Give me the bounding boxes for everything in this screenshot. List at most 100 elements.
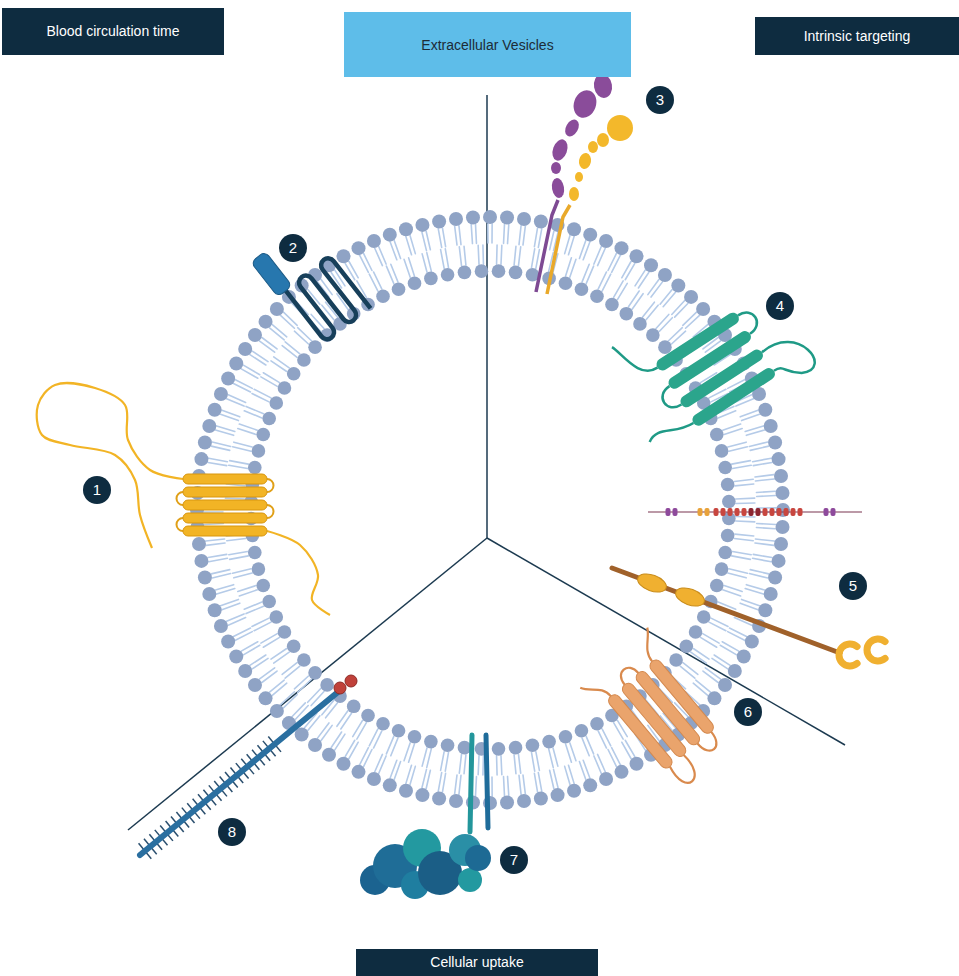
lipid-tail — [459, 775, 461, 794]
lipid-tail — [353, 720, 363, 736]
lipid-tail — [241, 369, 258, 378]
protein-bead — [607, 115, 633, 141]
lipid-tail — [212, 574, 230, 579]
helix — [183, 526, 267, 536]
lipid-head — [320, 678, 334, 692]
lipid-tail — [491, 777, 493, 796]
lipid-head — [194, 452, 208, 466]
protein-five — [612, 508, 885, 666]
lipid-head — [551, 788, 565, 802]
lipid-tail — [720, 645, 736, 655]
lipid-tail — [518, 247, 520, 266]
lipid-tail — [675, 303, 688, 317]
lipid-tail — [409, 258, 415, 276]
chain-bead — [705, 508, 710, 516]
lipid-tail — [349, 261, 358, 278]
chain-bead — [824, 508, 829, 516]
lipid-head — [559, 730, 573, 744]
callout-number: 4 — [766, 292, 794, 320]
lipid-tail — [651, 282, 662, 297]
lipid-tail — [714, 655, 730, 665]
lipid-tail — [427, 749, 432, 767]
lipid-tail — [712, 658, 728, 669]
lipid-tail — [724, 429, 742, 435]
lipid-head — [248, 546, 262, 560]
lipid-tail — [749, 442, 767, 447]
lipid-tail — [518, 754, 520, 773]
lipid-head — [718, 678, 732, 692]
lipid-tail — [753, 458, 772, 461]
helix — [183, 487, 267, 497]
lipid-head — [745, 634, 759, 648]
lipid-tail — [235, 632, 252, 641]
lipid-head — [633, 317, 647, 331]
lipid-tail — [345, 740, 355, 756]
lipid-tail — [608, 253, 616, 270]
lipid-tail — [262, 671, 277, 682]
lipid-head — [707, 691, 721, 705]
lipid-tail — [586, 266, 593, 283]
lipid-head — [671, 279, 685, 293]
lipid-head — [194, 554, 208, 568]
lipid-head — [758, 403, 772, 417]
lipid-head — [278, 381, 292, 395]
lipid-tail — [746, 430, 764, 435]
lipid-head — [361, 709, 375, 723]
lipid-head — [517, 212, 531, 226]
lipid-tail — [594, 756, 601, 774]
lipid-head — [432, 214, 446, 228]
lipid-tail — [622, 261, 631, 278]
protein-bead — [597, 133, 609, 147]
lipid-tail — [482, 245, 484, 264]
lipid-head — [229, 650, 243, 664]
lipid-head — [684, 290, 698, 304]
lipid-tail — [693, 683, 707, 695]
protein-domain — [458, 868, 482, 892]
lipid-tail — [691, 652, 707, 663]
lipid-head — [500, 796, 514, 810]
lipid-head — [408, 730, 422, 744]
lipid-tail — [386, 736, 393, 753]
lipid-head — [722, 495, 736, 509]
lipid-head — [534, 792, 548, 806]
lipid-tail — [230, 556, 249, 560]
lipid-head — [689, 625, 703, 639]
lipid-tail — [271, 648, 287, 659]
lipid-tail — [438, 773, 441, 792]
lipid-tail — [732, 551, 751, 554]
lipid-head — [575, 724, 589, 738]
lipid-tail — [422, 232, 427, 250]
protein-bead — [569, 187, 579, 201]
lipid-tail — [234, 442, 252, 447]
lipid-head — [500, 210, 514, 224]
lipid-tail — [672, 331, 686, 344]
lipid-tail — [705, 668, 720, 679]
lipid-head — [458, 266, 472, 280]
lipid-head — [202, 587, 216, 601]
lipid-tail — [263, 373, 279, 383]
lipid-head — [614, 241, 628, 255]
lipid-tail — [531, 752, 534, 771]
lipid-head — [542, 735, 556, 749]
section-label-box: Blood circulation time — [2, 8, 224, 55]
lipid-tail — [222, 410, 240, 417]
lipid-tail — [732, 461, 751, 465]
lipid-head — [710, 428, 724, 442]
lipid-head — [772, 554, 786, 568]
lipid-head — [768, 571, 782, 585]
protein-loop — [738, 308, 761, 334]
lipid-tail — [755, 475, 774, 477]
lipid-head — [287, 367, 301, 381]
lipid-head — [599, 234, 613, 248]
lipid-tail — [233, 628, 250, 636]
lipid-head — [776, 503, 790, 517]
protein-seven — [360, 735, 491, 899]
lipid-head — [252, 562, 266, 576]
lipid-tail — [643, 302, 655, 317]
protein-loop — [669, 755, 701, 787]
lipid-tail — [471, 225, 472, 244]
lipid-tail — [582, 738, 589, 756]
lipid-tail — [753, 462, 772, 465]
lipid-tail — [736, 502, 755, 504]
lipid-tail — [638, 272, 649, 288]
